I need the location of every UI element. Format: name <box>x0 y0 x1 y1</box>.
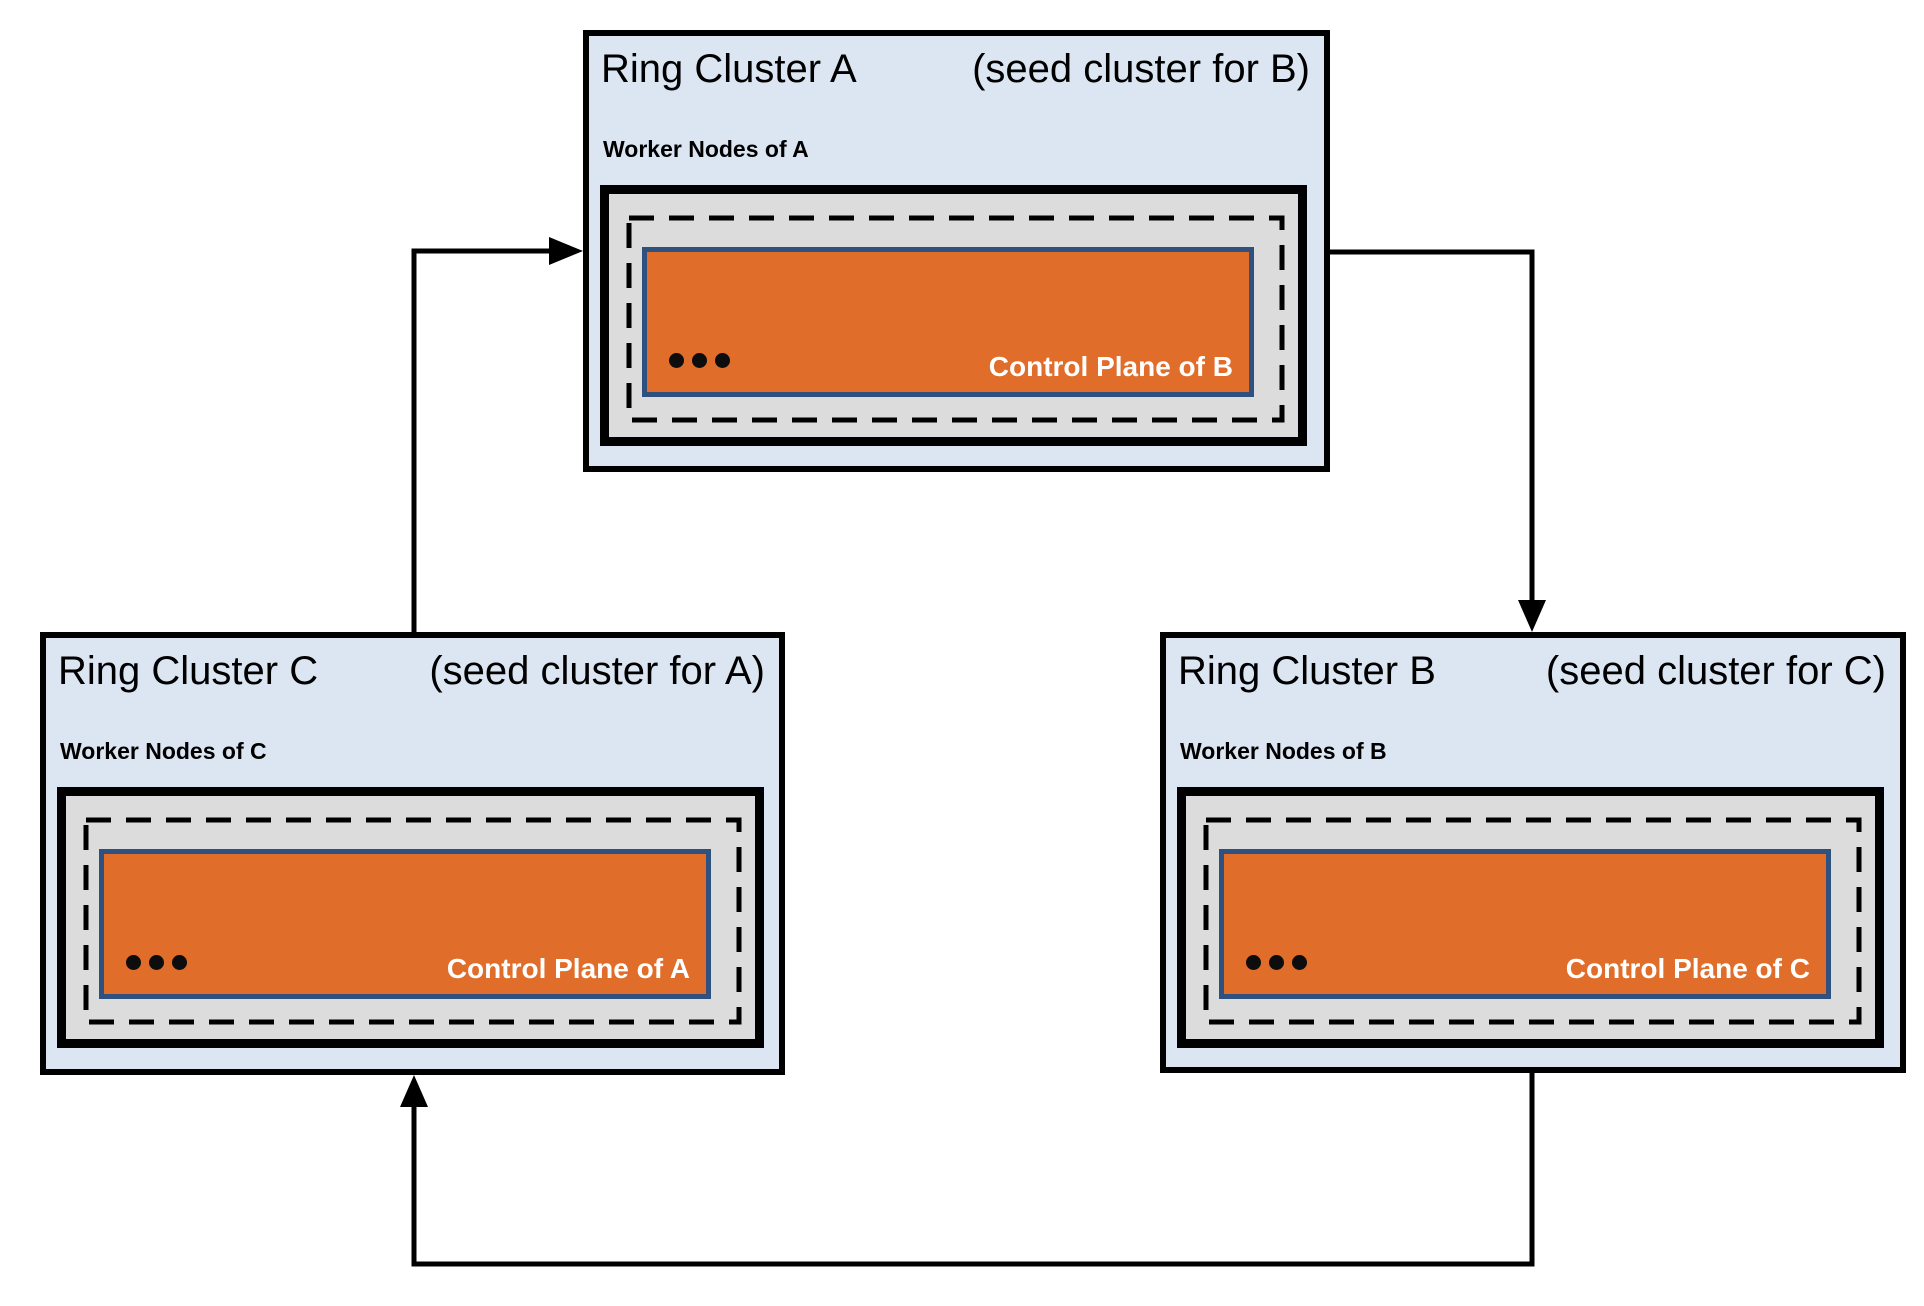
cluster-title: Ring Cluster A (seed cluster for B) <box>601 46 1310 92</box>
arrow-a-to-b <box>1327 249 1546 632</box>
dot-icon <box>1246 955 1261 970</box>
dot-icon <box>172 955 187 970</box>
control-plane-box: Control Plane of C <box>1219 849 1831 999</box>
dot-icon <box>669 353 684 368</box>
cluster-name: Ring Cluster B <box>1178 649 1436 693</box>
dot-icon <box>1292 955 1307 970</box>
worker-nodes-label: Worker Nodes of A <box>603 136 809 162</box>
seed-note: (seed cluster for B) <box>972 47 1310 91</box>
seed-note: (seed cluster for A) <box>429 649 765 693</box>
cluster-title: Ring Cluster C (seed cluster for A) <box>58 648 765 694</box>
arrow-b-to-c <box>400 1071 1535 1267</box>
dot-icon <box>149 955 164 970</box>
seed-note: (seed cluster for C) <box>1545 649 1886 693</box>
worker-nodes-label: Worker Nodes of C <box>60 738 267 764</box>
arrow-c-to-a <box>411 237 583 634</box>
node-dashed-border <box>1203 817 1862 1025</box>
cluster-ring-b: Ring Cluster B (seed cluster for C) Work… <box>1160 632 1906 1073</box>
cluster-name: Ring Cluster C <box>58 649 319 693</box>
control-plane-box: Control Plane of B <box>642 247 1254 397</box>
cluster-ring-c: Ring Cluster C (seed cluster for A) Work… <box>40 632 785 1075</box>
dot-icon <box>715 353 730 368</box>
ellipsis-icon <box>1246 955 1307 970</box>
ellipsis-icon <box>669 353 730 368</box>
node-dashed-border <box>83 817 742 1025</box>
control-plane-label: Control Plane of C <box>1565 953 1810 985</box>
control-plane-label: Control Plane of B <box>988 351 1233 383</box>
node-dashed-border <box>626 215 1285 423</box>
control-plane-box: Control Plane of A <box>99 849 711 999</box>
cluster-ring-a: Ring Cluster A (seed cluster for B) Work… <box>583 30 1330 472</box>
worker-nodes-label: Worker Nodes of B <box>1180 738 1387 764</box>
ellipsis-icon <box>126 955 187 970</box>
dot-icon <box>126 955 141 970</box>
control-plane-label: Control Plane of A <box>446 953 690 985</box>
cluster-title: Ring Cluster B (seed cluster for C) <box>1178 648 1886 694</box>
dot-icon <box>692 353 707 368</box>
dot-icon <box>1269 955 1284 970</box>
cluster-name: Ring Cluster A <box>601 47 857 91</box>
